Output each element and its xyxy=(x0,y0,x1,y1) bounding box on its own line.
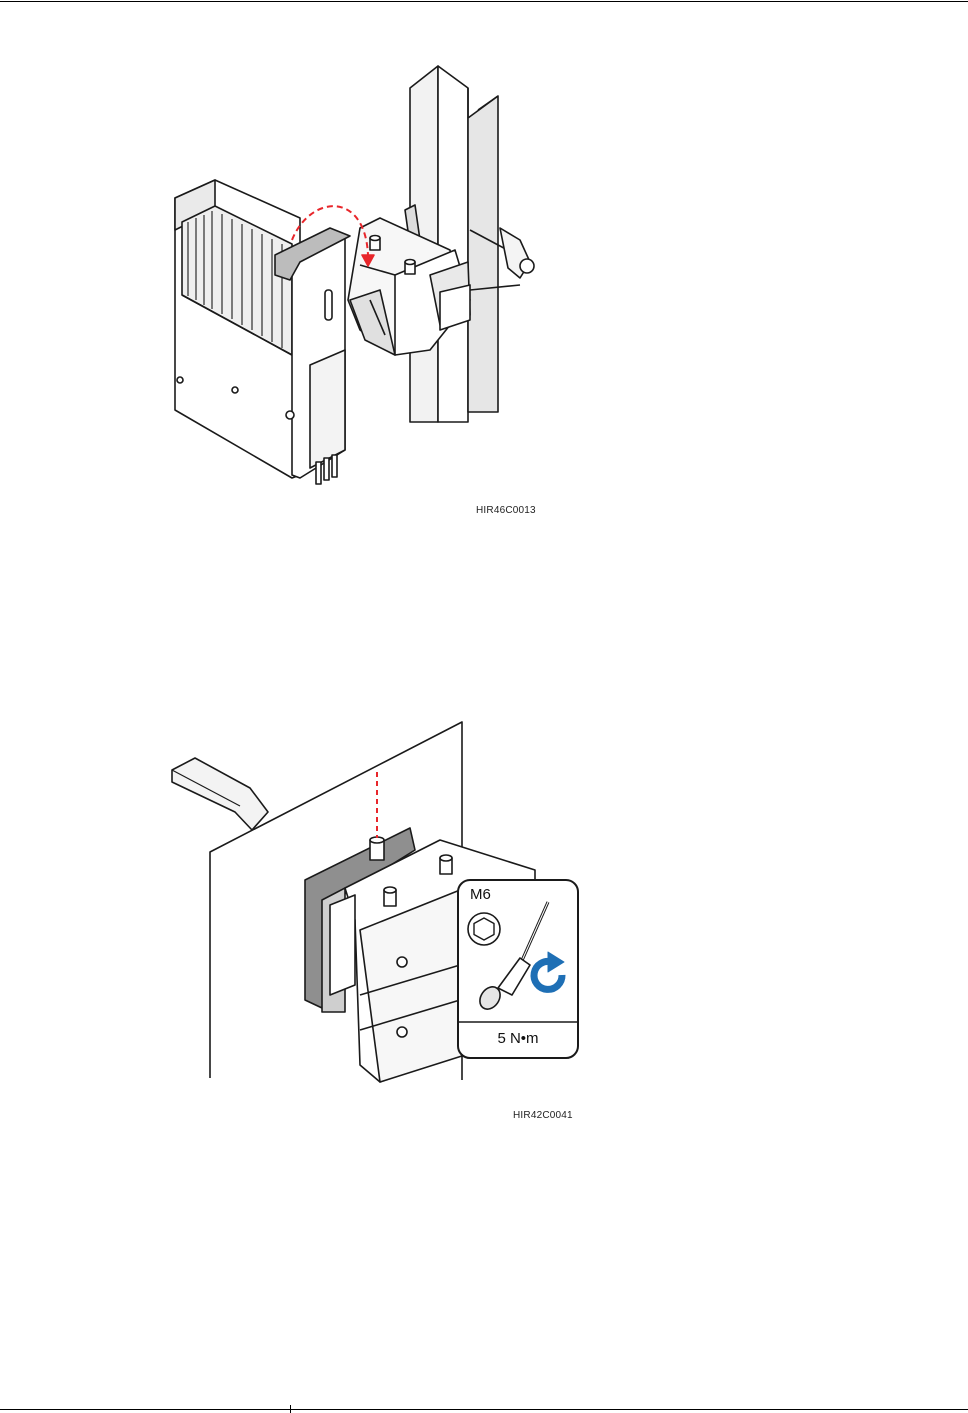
screw-size-label: M6 xyxy=(470,886,491,903)
device-unit xyxy=(175,180,350,484)
figure-1-mount-onto-pole xyxy=(175,66,534,484)
figure-2-id: HIR42C0041 xyxy=(513,1110,573,1121)
torque-label: 5 N•m xyxy=(458,1030,578,1047)
figure-1-id: HIR46C0013 xyxy=(476,505,536,516)
figure-2-tighten-screw xyxy=(172,722,578,1082)
top-bar xyxy=(172,758,268,830)
hex-socket-icon xyxy=(468,913,500,945)
footer-divider xyxy=(290,1405,291,1413)
footer-rule xyxy=(0,1409,968,1410)
